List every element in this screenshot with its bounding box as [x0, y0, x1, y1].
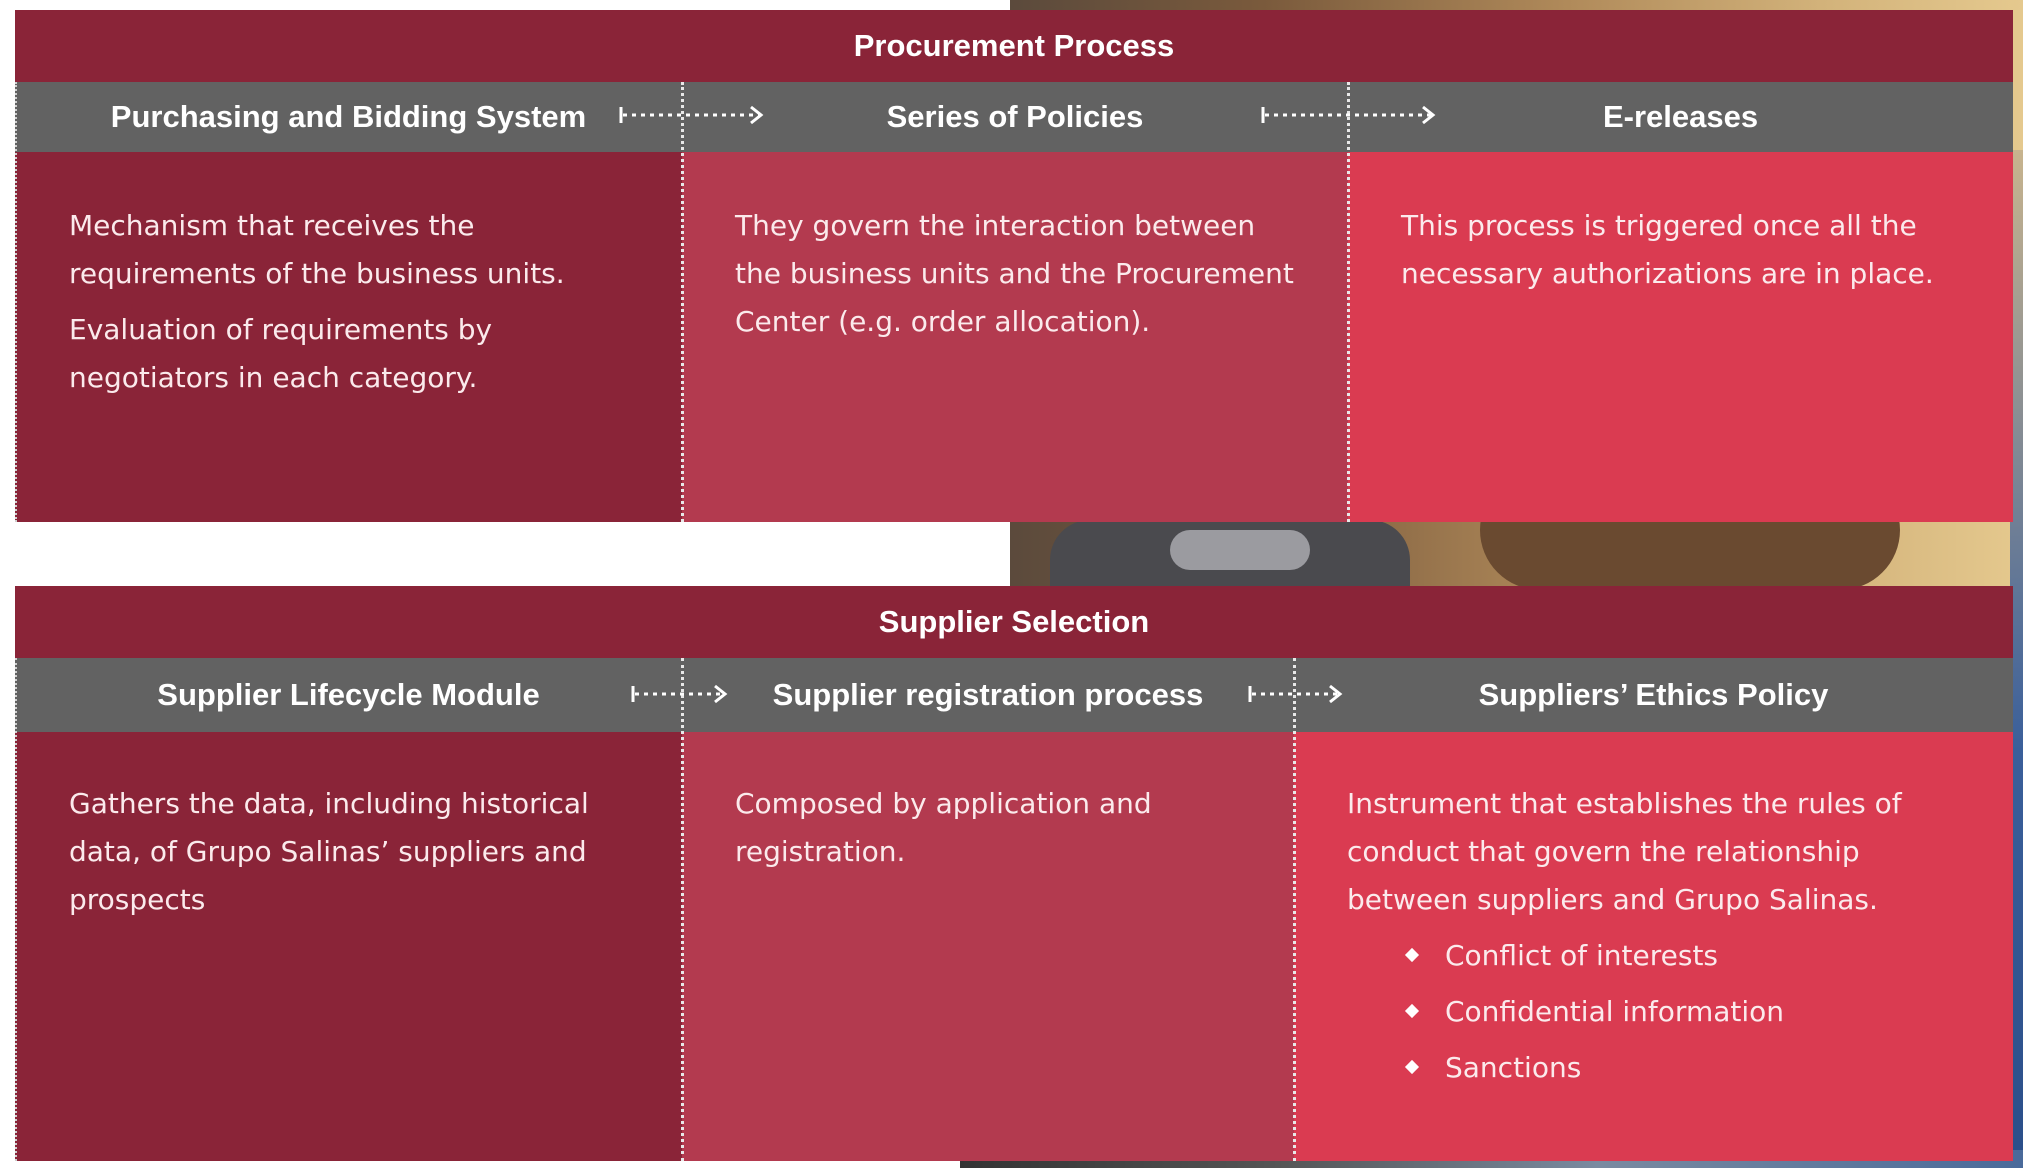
divider	[15, 82, 17, 522]
panel-title: Procurement Process	[15, 10, 2013, 82]
column-header-bar: Supplier Lifecycle Module Supplier regis…	[15, 658, 2013, 732]
dotted-arrow-right-icon	[631, 684, 728, 704]
bullet-item: Sanctions	[1404, 1044, 1933, 1092]
column-body: They govern the interaction between the …	[682, 152, 1348, 522]
panel-title: Supplier Selection	[15, 586, 2013, 658]
column-text: Mechanism that receives the requirements…	[69, 209, 565, 290]
diamond-bullet-icon	[1404, 947, 1420, 963]
column-header-bar: Purchasing and Bidding System Series of …	[15, 82, 2013, 152]
bullet-text: Sanctions	[1445, 1051, 1582, 1084]
column-body: Gathers the data, including historical d…	[15, 732, 682, 1161]
column-heading: Supplier registration process	[772, 677, 1204, 712]
column-text: This process is triggered once all the n…	[1401, 209, 1934, 290]
dotted-divider	[1347, 82, 1350, 522]
bullet-text: Conflict of interests	[1445, 939, 1719, 972]
column-body: This process is triggered once all the n…	[1348, 152, 2013, 522]
column-text: Composed by application and registration…	[735, 787, 1152, 868]
dotted-divider	[1293, 658, 1296, 1161]
bullet-item: Conflict of interests	[1404, 932, 1933, 980]
column-body: Mechanism that receives the requirements…	[15, 152, 682, 522]
divider	[15, 658, 17, 1161]
diamond-bullet-icon	[1404, 1003, 1420, 1019]
dotted-divider	[681, 82, 684, 522]
column-heading: E-releases	[1602, 99, 1759, 134]
dotted-divider	[681, 658, 684, 1161]
bullet-item: Confidential information	[1404, 988, 1933, 1036]
column-heading: Suppliers’ Ethics Policy	[1478, 677, 1829, 712]
column-body-row: Gathers the data, including historical d…	[15, 732, 2013, 1161]
column-heading: Supplier Lifecycle Module	[157, 677, 540, 712]
procurement-process-panel: Procurement Process Purchasing and Biddi…	[15, 10, 2013, 522]
column-text: Evaluation of requirements by negotiator…	[69, 313, 493, 394]
dotted-arrow-right-icon	[1248, 684, 1343, 704]
diamond-bullet-icon	[1404, 1059, 1420, 1075]
column-text: Instrument that establishes the rules of…	[1347, 787, 1902, 916]
dotted-arrow-right-icon	[619, 105, 764, 125]
column-body: Instrument that establishes the rules of…	[1294, 732, 2013, 1161]
background-photo-strip	[2010, 150, 2023, 1150]
bullet-list: Conflict of interests Confidential infor…	[1347, 932, 1933, 1092]
column-text: Gathers the data, including historical d…	[69, 787, 589, 916]
column-body: Composed by application and registration…	[682, 732, 1294, 1161]
column-text: They govern the interaction between the …	[735, 209, 1294, 338]
background-photo-object	[1170, 530, 1310, 570]
bullet-text: Confidential information	[1445, 995, 1785, 1028]
supplier-selection-panel: Supplier Selection Supplier Lifecycle Mo…	[15, 586, 2013, 1161]
column-heading: Series of Policies	[886, 99, 1144, 134]
column-heading: Purchasing and Bidding System	[110, 99, 587, 134]
dotted-arrow-right-icon	[1261, 105, 1436, 125]
column-body-row: Mechanism that receives the requirements…	[15, 152, 2013, 522]
